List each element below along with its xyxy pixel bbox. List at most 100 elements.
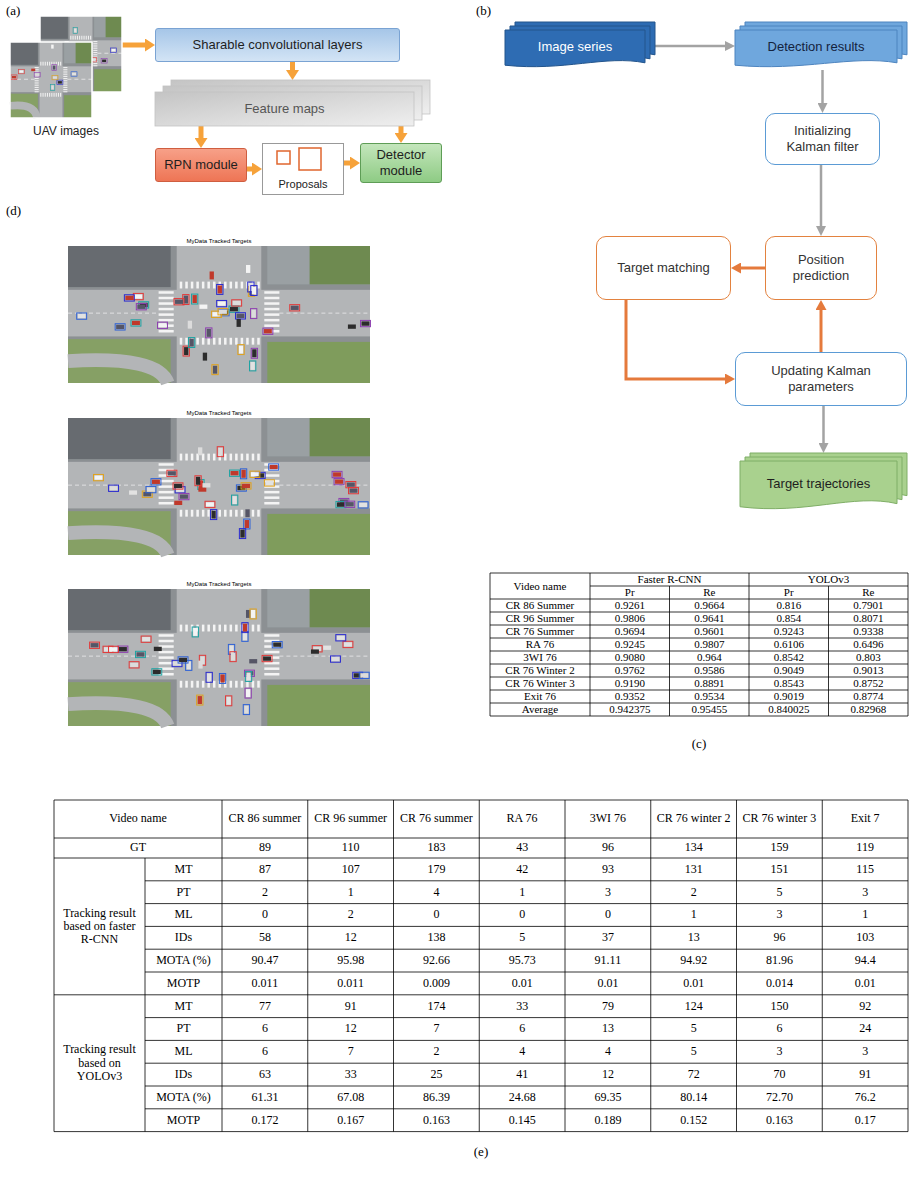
road: [177, 246, 262, 383]
track-box: [73, 27, 78, 33]
process-box: Sharable convolutional layers: [155, 28, 400, 62]
crosswalk: [70, 36, 71, 40]
vehicle: [213, 366, 217, 374]
track-box: [250, 361, 256, 371]
crosswalk: [196, 338, 199, 345]
table-cell: 0.8543: [749, 677, 829, 690]
crosswalk: [202, 510, 205, 517]
track-box: [248, 282, 254, 292]
process-box: Target matching: [596, 236, 731, 300]
table-cell: 0.9261: [590, 599, 670, 612]
crosswalk: [218, 338, 221, 345]
vehicle: [58, 81, 62, 84]
track-box: [219, 673, 225, 683]
track-box: [241, 483, 251, 489]
crosswalk: [63, 85, 67, 86]
table-header: 3WI 76: [565, 800, 651, 838]
track-box: [211, 311, 221, 317]
table-cell: 69.35: [565, 1086, 651, 1109]
table-rule: [393, 800, 394, 1132]
table-cell: 43: [479, 838, 565, 858]
vehicle: [159, 323, 167, 327]
table-cell: 5: [651, 1018, 737, 1041]
document-stack: Detection results: [735, 22, 907, 70]
track-box: [358, 502, 368, 508]
table-cell: 87: [222, 858, 308, 881]
vehicle: [198, 661, 202, 669]
track-box: [50, 84, 55, 90]
track-box: [217, 284, 223, 294]
track-box: [248, 286, 254, 296]
photo-frame: [10, 42, 92, 118]
table-cell: 134: [651, 838, 737, 858]
crosswalk: [264, 645, 279, 648]
vehicle: [245, 509, 249, 517]
curved-road: [68, 703, 168, 726]
table-cell: 7: [394, 1018, 480, 1041]
crosswalk: [196, 454, 199, 461]
crosswalk: [180, 338, 183, 345]
vehicle: [246, 673, 250, 681]
node-label: Updating Kalman parameters: [742, 363, 900, 394]
table-cell: 0: [222, 904, 308, 927]
crosswalk: [264, 651, 279, 654]
track-box: [269, 464, 279, 470]
track-box: [183, 346, 189, 356]
proposal-square: [299, 148, 321, 170]
crosswalk: [180, 510, 183, 517]
track-box: [232, 300, 242, 306]
table-cell: 0.9013: [829, 664, 909, 677]
table-rule: [307, 800, 308, 1132]
crosswalk: [264, 667, 279, 670]
vehicle: [180, 494, 188, 498]
track-box: [109, 646, 119, 652]
track-box: [142, 491, 152, 497]
table-rule: [145, 1108, 908, 1109]
crosswalk: [93, 45, 97, 46]
crosswalk: [224, 510, 227, 517]
table-cell: 5: [737, 881, 823, 904]
crosswalk: [264, 319, 279, 322]
uav-photo: [10, 42, 92, 118]
feature-stack: Feature maps: [155, 80, 430, 126]
table-header: CR 76 winter 2: [651, 800, 737, 838]
crosswalk: [264, 502, 279, 505]
crosswalk: [264, 291, 279, 294]
table-rule: [490, 625, 908, 626]
crosswalk: [230, 625, 233, 632]
crosswalk: [264, 496, 279, 499]
table-cell: 96: [737, 926, 823, 949]
track-box: [124, 295, 134, 301]
track-box: [346, 481, 356, 487]
track-box: [129, 662, 139, 668]
table-cell: 159: [737, 838, 823, 858]
vehicle: [237, 319, 241, 327]
table-rule: [54, 838, 908, 839]
vehicle: [335, 479, 343, 483]
table-rule: [490, 677, 908, 678]
module-box: RPN module: [155, 148, 247, 182]
tracking-frame: [68, 237, 370, 383]
crosswalk: [77, 36, 78, 40]
table-cell: 0.816: [749, 599, 829, 612]
table-cell: 0.8752: [829, 677, 909, 690]
crosswalk: [63, 87, 67, 88]
table-cell: 3: [822, 881, 908, 904]
row-group: Tracking result based on faster R-CNN: [54, 858, 145, 995]
table-cell: 0.17: [822, 1109, 908, 1132]
lane-line: [68, 313, 159, 314]
vehicle: [249, 283, 253, 291]
table-cell: 0.9080: [590, 651, 670, 664]
track-box: [11, 75, 17, 80]
crosswalk: [185, 510, 188, 517]
table-cell: 0.9245: [590, 638, 670, 651]
title-strip: [68, 237, 370, 246]
table-cell: 3: [737, 904, 823, 927]
crosswalk: [185, 681, 188, 688]
vehicle: [231, 653, 235, 661]
vehicle: [176, 488, 184, 492]
table-rule: [145, 972, 908, 973]
row-name: CR 76 Winter 3: [490, 677, 590, 690]
crosswalk: [180, 625, 183, 632]
crosswalk: [252, 454, 255, 461]
